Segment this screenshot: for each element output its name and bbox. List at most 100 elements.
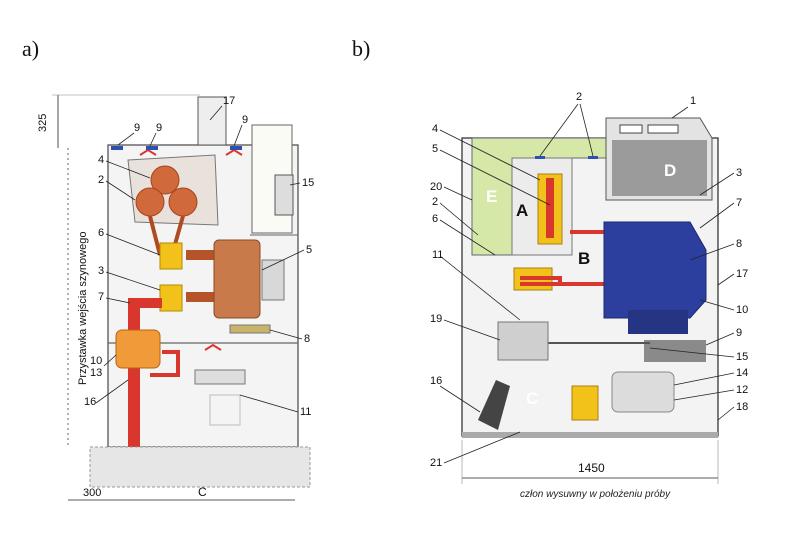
lead-b-11 <box>439 255 521 321</box>
dim-top-label: 325 <box>37 114 49 132</box>
callout-b-7: 7 <box>736 197 742 209</box>
busbar-2 <box>135 187 165 217</box>
zone-a: A <box>516 201 528 220</box>
lead-a-5 <box>261 249 305 271</box>
lead-b-2a <box>539 103 579 157</box>
lead-a-10 <box>103 354 117 367</box>
callout-b-2-top: 2 <box>576 91 582 103</box>
callout-a-16: 16 <box>84 396 96 408</box>
cable-bundle <box>478 380 510 430</box>
busbar-3 <box>168 187 198 217</box>
voltage-transformer <box>194 369 246 385</box>
lead-b-10 <box>699 299 735 311</box>
lead-b-9 <box>705 332 735 346</box>
callout-b-4: 4 <box>432 123 438 135</box>
lv-window-2 <box>647 124 679 134</box>
current-transformer <box>115 329 161 369</box>
zone-c: C <box>526 389 538 408</box>
dim-1450: 1450 <box>578 461 605 475</box>
callout-a-9-1: 9 <box>134 122 140 134</box>
callout-a-3: 3 <box>98 265 104 277</box>
lead-b-19 <box>443 319 501 341</box>
ground-a <box>89 446 311 488</box>
callout-a-7: 7 <box>98 291 104 303</box>
callout-a-9-2: 9 <box>156 122 162 134</box>
callout-b-3: 3 <box>736 167 742 179</box>
callout-b-10: 10 <box>736 304 748 316</box>
panel-b: b) E A B C D <box>352 36 748 500</box>
callout-b-11: 11 <box>432 249 443 261</box>
cable-box <box>209 394 241 426</box>
lead-a-7 <box>105 297 131 304</box>
callout-a-5: 5 <box>306 244 312 256</box>
lead-b-12 <box>673 389 735 401</box>
circuit-breaker <box>213 239 261 319</box>
callout-b-6: 6 <box>432 213 438 225</box>
zone-b: B <box>578 249 590 268</box>
base-plate <box>462 432 718 438</box>
lead-a-17 <box>209 105 223 121</box>
lead-a-3 <box>105 271 161 291</box>
callout-b-2: 2 <box>432 196 438 208</box>
upper-contact-insulator <box>159 242 183 270</box>
lead-a-9-2 <box>149 132 157 147</box>
lead-a-9-1 <box>117 132 135 146</box>
lower-arm <box>186 292 216 302</box>
lead-a-16 <box>95 379 129 404</box>
callout-a-10: 10 <box>90 355 102 367</box>
callout-b-14: 14 <box>736 367 748 379</box>
vent-b1 <box>535 156 545 159</box>
lead-b-8 <box>689 243 735 261</box>
callout-b-21: 21 <box>430 457 442 469</box>
voltage-transformer-b <box>611 371 675 413</box>
vent-a2 <box>146 146 158 150</box>
top-duct <box>197 96 227 146</box>
lv-device <box>274 174 294 216</box>
cable-busbar-arm <box>128 298 162 308</box>
callout-b-5: 5 <box>432 143 438 155</box>
lead-b-1 <box>671 106 689 119</box>
zone-e: E <box>486 187 497 206</box>
current-transformer-b <box>497 321 549 361</box>
dim-300: 300 <box>83 487 101 499</box>
lead-b-18 <box>717 406 735 421</box>
lead-b-7 <box>699 202 735 229</box>
circuit-breaker-b <box>603 221 707 319</box>
caption-b: człon wysuwny w położeniu próby <box>520 489 671 500</box>
vent-b2 <box>588 156 598 159</box>
lead-a-15 <box>289 182 301 186</box>
earthing-switch <box>571 385 599 421</box>
lower-contact-arm-b <box>520 276 604 286</box>
lower-contact-insulator <box>159 284 183 312</box>
callout-b-9: 9 <box>736 327 742 339</box>
callout-a-15: 15 <box>302 177 314 189</box>
lead-b-6 <box>439 219 496 256</box>
lead-a-9-3 <box>233 124 243 147</box>
breaker-truck-b <box>628 310 688 334</box>
callout-a-9-3: 9 <box>242 114 248 126</box>
callout-b-16: 16 <box>430 375 442 387</box>
zone-d: D <box>664 161 676 180</box>
sensor-9c <box>204 343 222 351</box>
lead-b-5 <box>439 149 551 206</box>
callout-b-1: 1 <box>690 95 696 107</box>
lead-a-4 <box>105 160 151 179</box>
callout-a-17: 17 <box>223 95 235 107</box>
callout-b-12: 12 <box>736 384 748 396</box>
side-text: Przystawka wejścia szynowego <box>77 232 89 385</box>
breaker-mechanism <box>261 259 285 301</box>
vent-a3 <box>230 146 242 150</box>
callout-a-6: 6 <box>98 227 104 239</box>
callout-b-8: 8 <box>736 238 742 250</box>
lead-b-3 <box>699 172 735 196</box>
lead-b-16 <box>439 385 481 413</box>
callouts-a: 17 9 9 9 4 2 15 6 5 3 7 8 10 13 <box>84 95 314 418</box>
lead-a-11 <box>239 394 299 413</box>
busbar-b <box>546 178 554 238</box>
callout-a-4: 4 <box>98 154 104 166</box>
lead-b-15 <box>649 347 735 358</box>
upper-arm <box>186 250 216 260</box>
callout-a-2: 2 <box>98 174 104 186</box>
earth-link <box>150 350 180 377</box>
